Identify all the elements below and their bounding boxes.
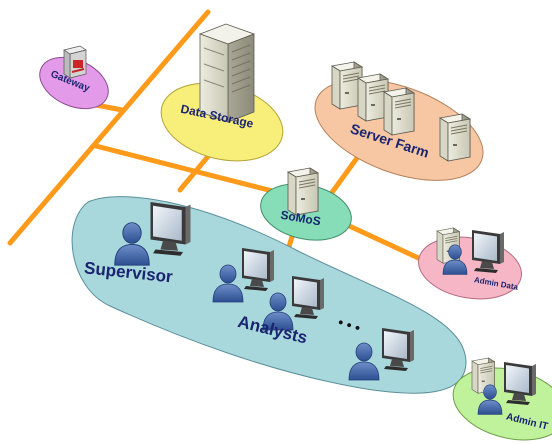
somos-label: SoMoS bbox=[279, 208, 321, 229]
more-analysts-ellipsis: • • • bbox=[336, 314, 362, 336]
server-farm-node[interactable]: Server Farm bbox=[302, 59, 497, 200]
data-storage-node[interactable]: Data Storage bbox=[153, 23, 291, 173]
admin-data-node[interactable]: Admin Data bbox=[414, 227, 527, 307]
admin-it-node[interactable]: Admin IT bbox=[445, 357, 552, 444]
storage-rack-icon bbox=[198, 23, 256, 123]
gateway-router-icon bbox=[63, 45, 87, 79]
somos-node[interactable]: SoMoS bbox=[255, 167, 356, 248]
gateway-node[interactable]: Gateway bbox=[32, 45, 116, 119]
